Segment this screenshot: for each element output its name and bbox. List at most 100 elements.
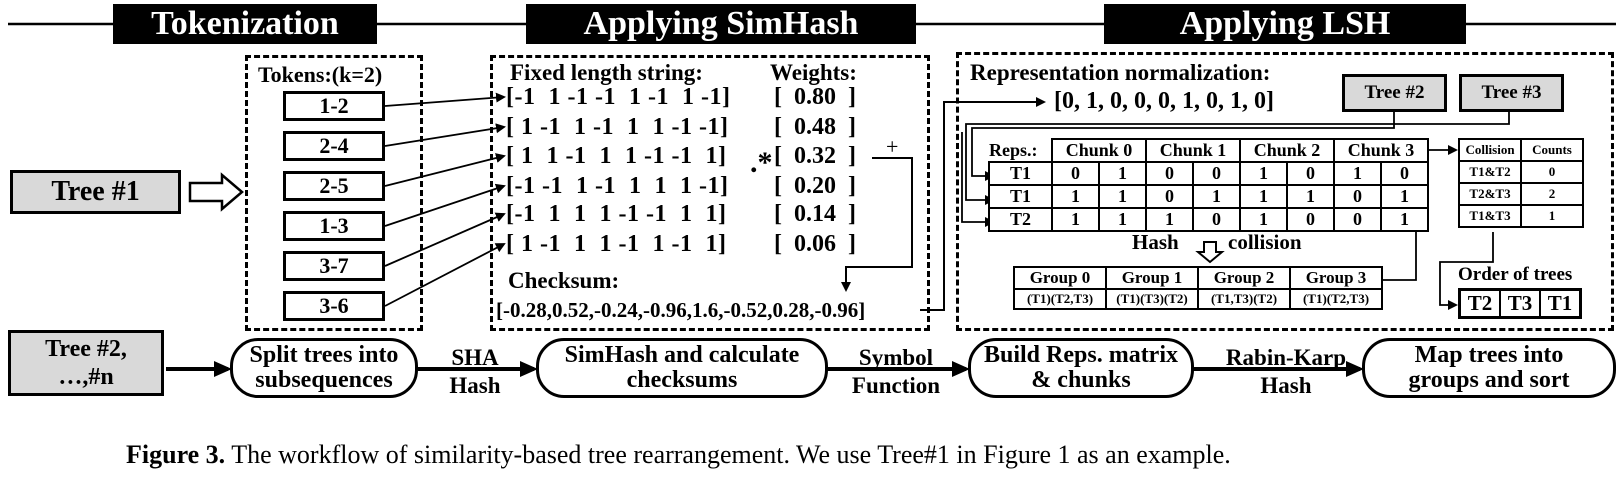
bit-cell: 1 — [1098, 184, 1147, 209]
bit-cell: 0 — [1380, 161, 1429, 186]
step-line2: & chunks — [1031, 367, 1131, 393]
step-build-reps: Build Reps. matrix& chunks — [968, 338, 1194, 398]
group-header: Group 2 — [1197, 266, 1291, 290]
collision-pair: T1&T2 — [1458, 160, 1522, 184]
collision-count: 0 — [1520, 160, 1584, 184]
weight-value: [ 0.80 ] — [774, 84, 856, 110]
header-tokenization: Tokenization — [113, 4, 377, 44]
collision-pair: T2&T3 — [1458, 182, 1522, 206]
arrow-label-line2: Hash — [1260, 373, 1312, 398]
arrow-label-line1: SHA — [451, 345, 499, 370]
header-lsh: Applying LSH — [1104, 4, 1466, 44]
arrow-label-symbol: Symbol Function — [846, 344, 946, 400]
chunk-header: Chunk 0 — [1051, 138, 1147, 163]
groups-table: Group 0 Group 1 Group 2 Group 3 (T1)(T2,… — [1013, 266, 1383, 310]
step-line1: Build Reps. matrix — [983, 342, 1178, 368]
arrow-label-rabin: Rabin-Karp Hash — [1216, 344, 1356, 400]
arrow-label-line2: Hash — [449, 373, 501, 398]
elementwise-multiply: .* — [750, 146, 773, 179]
token-box: 2-4 — [283, 131, 385, 161]
group-members: (T1)(T2,T3) — [1013, 288, 1107, 310]
caption-label: Figure 3. — [126, 440, 226, 469]
tree2n-box: Tree #2, …,#n — [8, 330, 164, 396]
figure-caption: Figure 3. The workflow of similarity-bas… — [126, 440, 1231, 470]
bit-cell: 0 — [1051, 161, 1100, 186]
caption-text: The workflow of similarity-based tree re… — [225, 440, 1231, 469]
step-line2: checksums — [626, 367, 738, 393]
row-tree-label: T1 — [988, 161, 1053, 186]
order-table: T2 T3 T1 — [1458, 288, 1582, 319]
token-box: 1-3 — [283, 211, 385, 241]
lsh-panel — [956, 52, 1614, 331]
bit-cell: 1 — [1051, 207, 1100, 232]
bit-cell: 1 — [1098, 161, 1147, 186]
row-tree-label: T2 — [988, 207, 1053, 232]
bit-cell: 0 — [1192, 207, 1241, 232]
bit-cell: 1 — [1051, 184, 1100, 209]
step-line1: Map trees into — [1414, 342, 1564, 368]
collision-table: Collision Counts T1&T2 0 T2&T3 2 T1&T3 1 — [1458, 138, 1584, 228]
order-label: Order of trees — [1458, 264, 1573, 285]
order-cell: T3 — [1499, 288, 1541, 319]
header-simhash: Applying SimHash — [526, 4, 916, 44]
weight-value: [ 0.14 ] — [774, 201, 856, 227]
collision-header: Collision — [1458, 138, 1522, 162]
group-members: (T1)(T3)(T2) — [1105, 288, 1199, 310]
chunk-header: Chunk 3 — [1333, 138, 1429, 163]
order-cell: T2 — [1458, 288, 1501, 319]
token-box: 3-7 — [283, 251, 385, 281]
bit-cell: 0 — [1333, 184, 1382, 209]
plus-sign: + — [886, 134, 899, 159]
reps-label: Reps.: — [989, 139, 1038, 160]
group-header: Group 3 — [1289, 266, 1383, 290]
order-cell: T1 — [1539, 288, 1582, 319]
bit-cell: 1 — [1380, 184, 1429, 209]
weights-label: Weights: — [770, 60, 857, 85]
step-line1: Split trees into — [249, 342, 399, 368]
normalized-vector: [0, 1, 0, 0, 0, 1, 0, 1, 0] — [1054, 88, 1274, 114]
arrow-label-line1: Rabin-Karp — [1225, 345, 1347, 370]
bit-cell: 1 — [1333, 161, 1382, 186]
checksum-value: [-0.28,0.52,-0.24,-0.96,1.6,-0.52,0.28,-… — [496, 298, 866, 322]
tree2n-line2: …,#n — [58, 364, 114, 390]
vector-row: [-1 1 -1 -1 1 -1 1 -1] — [506, 84, 731, 110]
fixed-length-label: Fixed length string: — [510, 60, 703, 85]
arrow-label-line1: Symbol — [858, 345, 934, 370]
weight-value: [ 0.32 ] — [774, 143, 856, 169]
collision-label: collision — [1228, 230, 1302, 254]
bit-cell: 0 — [1145, 161, 1194, 186]
tree2n-line1: Tree #2, — [45, 336, 127, 362]
token-box: 2-5 — [283, 171, 385, 201]
vector-row: [ 1 1 -1 1 1 -1 -1 1] — [506, 143, 727, 169]
tree3-box: Tree #3 — [1459, 74, 1564, 112]
tree2-box: Tree #2 — [1342, 74, 1447, 112]
weight-value: [ 0.48 ] — [774, 114, 856, 140]
bit-cell: 1 — [1192, 184, 1241, 209]
row-tree-label: T1 — [988, 184, 1053, 209]
chunk-header: Chunk 2 — [1239, 138, 1335, 163]
group-header: Group 0 — [1013, 266, 1107, 290]
weight-value: [ 0.06 ] — [774, 231, 856, 257]
bit-cell: 1 — [1239, 161, 1288, 186]
token-box: 1-2 — [283, 91, 385, 121]
bit-cell: 1 — [1286, 184, 1335, 209]
step-line2: groups and sort — [1408, 367, 1570, 393]
vector-row: [ 1 -1 1 1 -1 1 -1 1] — [506, 231, 727, 257]
collision-count: 1 — [1520, 204, 1584, 228]
arrow-label-sha: SHA Hash — [440, 344, 510, 400]
group-header: Group 1 — [1105, 266, 1199, 290]
group-members: (T1,T3)(T2) — [1197, 288, 1291, 310]
vector-row: [-1 1 1 1 -1 -1 1 1] — [506, 201, 727, 227]
tokenization-panel — [245, 55, 423, 331]
arrow-label-line2: Function — [851, 373, 941, 398]
simhash-panel — [490, 55, 930, 331]
bit-cell: 0 — [1286, 207, 1335, 232]
vector-row: [ 1 -1 1 -1 1 1 -1 -1] — [506, 114, 729, 140]
bit-cell: 1 — [1098, 207, 1147, 232]
tokens-title: Tokens:(k=2) — [258, 62, 383, 87]
step-line2: subsequences — [255, 367, 393, 393]
vector-row: [-1 -1 1 -1 1 1 1 -1] — [506, 173, 729, 199]
